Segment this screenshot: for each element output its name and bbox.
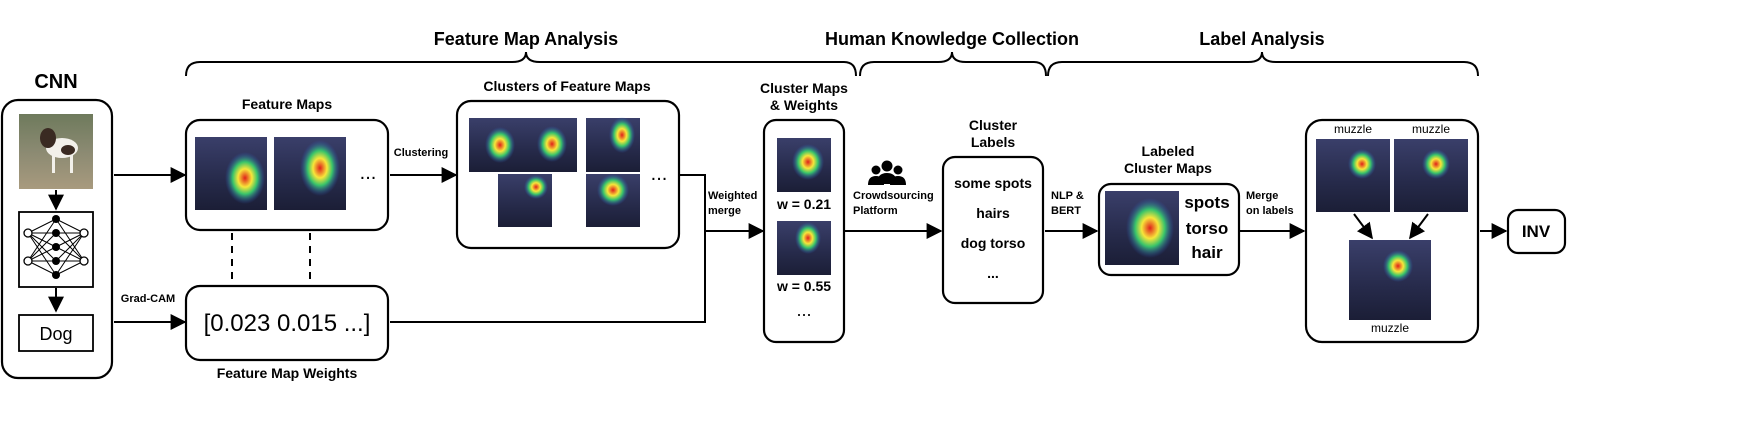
feature-map-thumbnail [195, 137, 267, 210]
weighted-merge-label-line1: Weighted [708, 190, 757, 202]
cluster-feature-map-thumbnail [469, 118, 523, 172]
cnn-title: CNN [34, 71, 77, 93]
labeled-maps-title-line2: Cluster Maps [1124, 160, 1212, 176]
cluster-weight-1: w = 0.21 [776, 196, 831, 212]
prediction-box [18, 314, 94, 352]
cluster-feature-map-thumbnail [586, 117, 640, 172]
cluster-weight-2: w = 0.55 [776, 278, 831, 294]
input-dog-photo [19, 114, 93, 189]
clustering-label: Clustering [394, 147, 448, 159]
feature-maps-ellipsis: ... [360, 162, 377, 184]
feature-map-thumbnail [274, 137, 346, 210]
feature-map-weights-values: [0.023 0.015 ...] [204, 310, 371, 337]
merge-connector [390, 174, 706, 323]
labeled-maps-title-line1: Labeled [1142, 143, 1195, 159]
feature-map-weights-title: Feature Map Weights [217, 365, 358, 381]
merge-labels-line1: Merge [1246, 190, 1278, 202]
merged-map-thumbnail [1394, 139, 1468, 212]
feature-maps-title: Feature Maps [242, 96, 332, 112]
neural-network-icon [18, 211, 94, 288]
merge-labels-line2: on labels [1246, 205, 1294, 217]
brace-human-knowledge [859, 51, 1047, 77]
cluster-maps-title-line2: & Weights [770, 97, 838, 113]
cluster-labels-title-line1: Cluster [969, 117, 1018, 133]
cluster-label-item: dog torso [961, 235, 1026, 251]
cluster-feature-map-thumbnail [498, 174, 552, 227]
section-human-knowledge-collection: Human Knowledge Collection [825, 29, 1079, 49]
cluster-label-item: hairs [976, 205, 1010, 221]
brace-feature-map-analysis [185, 51, 857, 77]
nlp-label-line2: BERT [1051, 205, 1081, 217]
labeled-map-label: spots [1184, 193, 1229, 212]
cluster-feature-map-thumbnail [523, 118, 577, 172]
labeled-cluster-map-thumbnail [1105, 191, 1179, 265]
arrow-merge-left [1353, 213, 1373, 240]
merged-map-label: muzzle [1334, 122, 1372, 136]
labeled-map-label: torso [1186, 219, 1229, 238]
merged-map-thumbnail [1349, 240, 1431, 320]
cluster-label-item: some spots [954, 175, 1032, 191]
clusters-title: Clusters of Feature Maps [483, 78, 650, 94]
section-label-analysis: Label Analysis [1199, 29, 1324, 49]
clusters-ellipsis: ... [651, 163, 668, 185]
cluster-map-thumbnail [777, 138, 831, 192]
labeled-map-label: hair [1191, 243, 1223, 262]
prediction-label: Dog [39, 324, 72, 344]
section-feature-map-analysis: Feature Map Analysis [434, 29, 618, 49]
cluster-label-item: ... [987, 265, 999, 281]
arrow-merge-right [1409, 213, 1429, 240]
feature-map-weights-box [184, 284, 390, 362]
cluster-maps-title-line1: Cluster Maps [760, 80, 848, 96]
nlp-label-line1: NLP & [1051, 190, 1084, 202]
merged-map-thumbnail [1316, 139, 1390, 212]
crowdsourcing-label-line2: Platform [853, 205, 898, 217]
users-icon [868, 160, 906, 185]
cluster-map-thumbnail [777, 221, 831, 275]
inv-box [1506, 208, 1567, 255]
cluster-maps-ellipsis: ... [796, 300, 811, 320]
gradcam-label: Grad-CAM [121, 293, 175, 305]
cluster-labels-title-line2: Labels [971, 134, 1016, 150]
inv-label: INV [1522, 222, 1551, 241]
weighted-merge-label-line2: merge [708, 205, 741, 217]
merged-map-label: muzzle [1371, 321, 1409, 335]
cluster-labels-box [941, 155, 1045, 305]
brace-label-analysis [1047, 51, 1479, 77]
cluster-feature-map-thumbnail [586, 174, 640, 227]
merged-map-label: muzzle [1412, 122, 1450, 136]
crowdsourcing-label-line1: Crowdsourcing [853, 190, 934, 202]
